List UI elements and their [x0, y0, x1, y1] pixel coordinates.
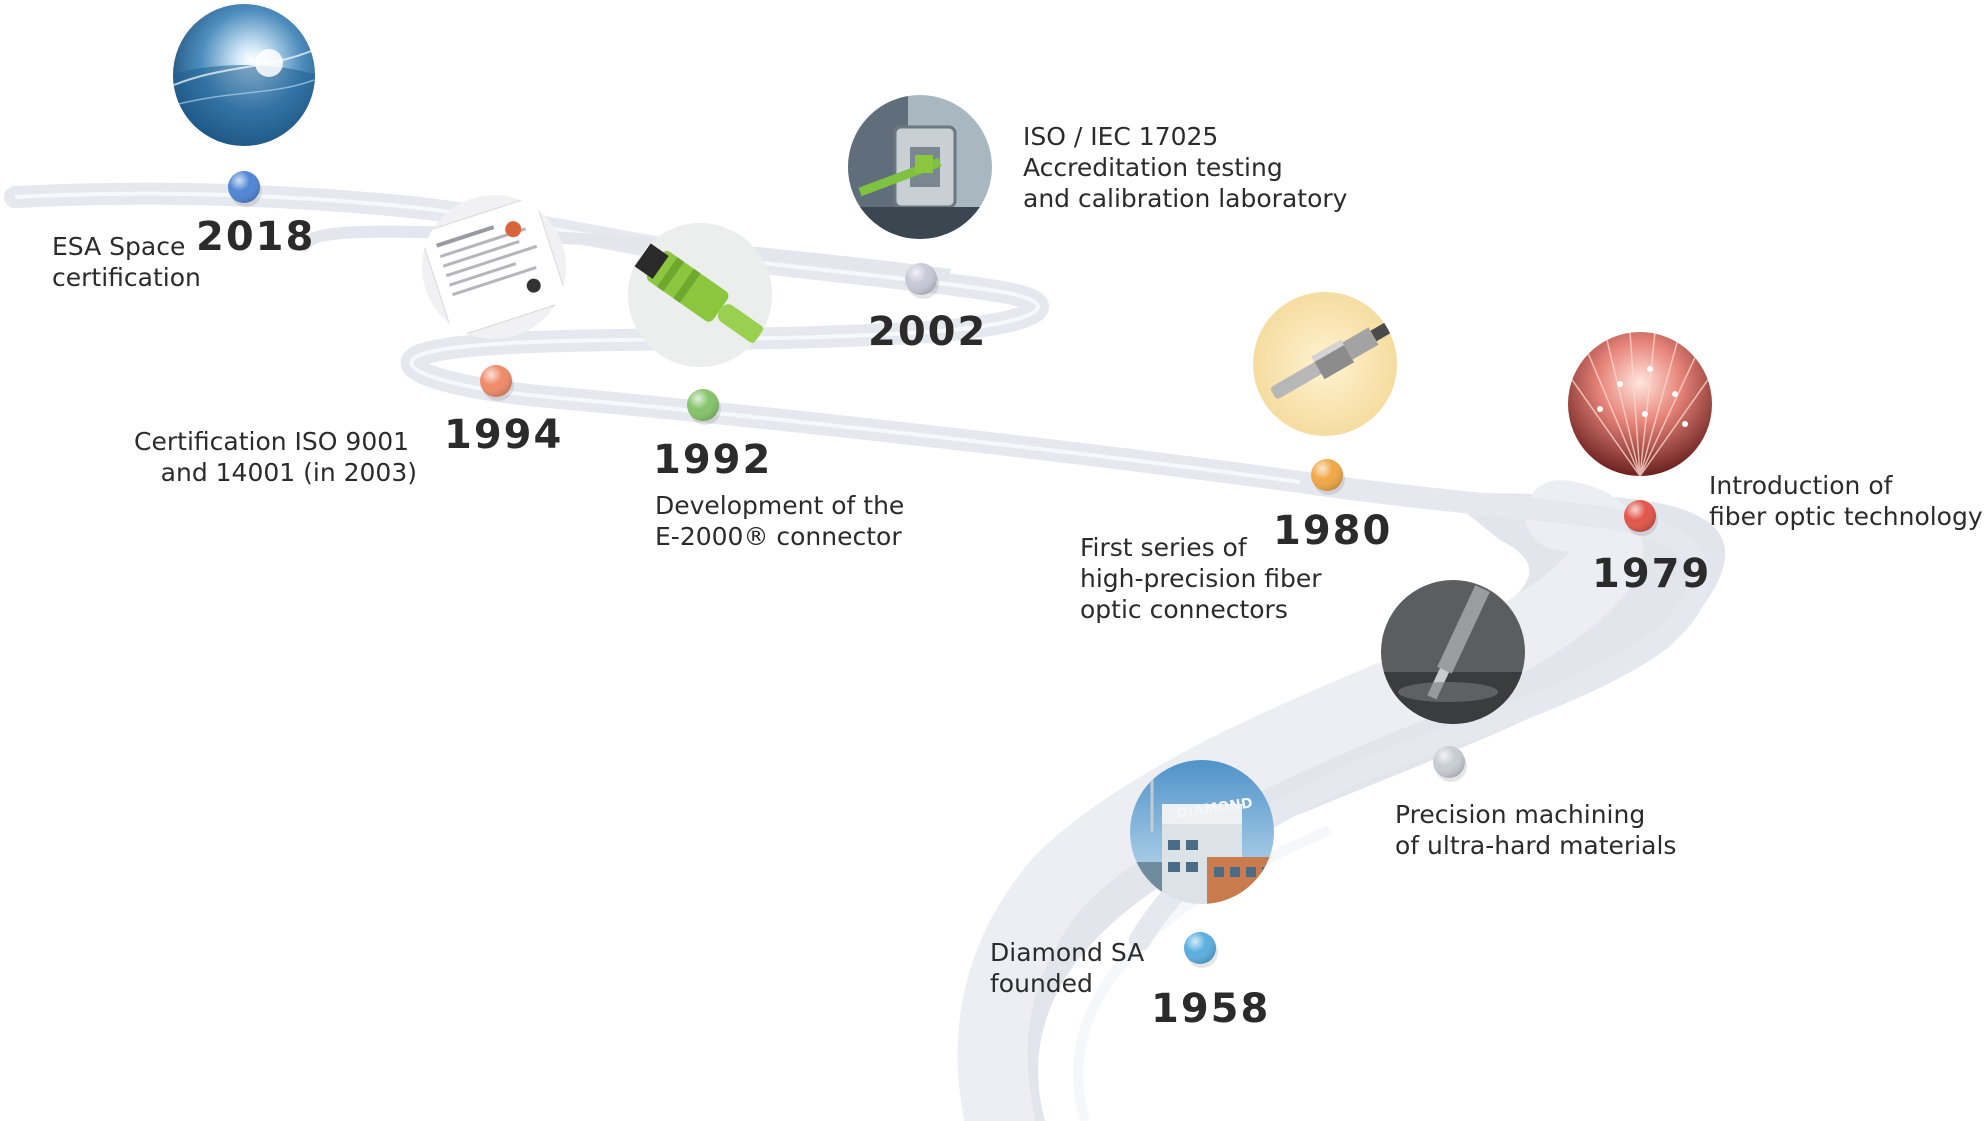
description-1979-line-1: Introduction of	[1709, 471, 1894, 500]
laboratory-photo	[848, 95, 992, 239]
description-1980-line-2: high-precision fiber	[1080, 564, 1322, 593]
description-machining-line-1: Precision machining	[1395, 800, 1645, 829]
connector-photo	[1253, 292, 1397, 436]
description-2018: ESA Space certification	[52, 232, 201, 292]
description-labels: ESA Space certification Certification IS…	[52, 122, 1983, 998]
road-lower-strip	[957, 480, 1643, 1121]
description-1979: Introduction of fiber optic technology	[1709, 471, 1983, 531]
description-2002-line-1: ISO / IEC 17025	[1023, 122, 1218, 151]
year-label-2018: 2018	[196, 214, 315, 260]
description-1980-line-1: First series of	[1080, 533, 1248, 562]
year-label-1992: 1992	[653, 437, 772, 483]
description-machining-line-2: of ultra-hard materials	[1395, 831, 1676, 860]
description-1958-line-2: founded	[990, 969, 1093, 998]
certificate-photo	[422, 195, 566, 339]
description-2018-line-2: certification	[52, 263, 201, 292]
year-label-1994: 1994	[444, 412, 563, 458]
description-1979-line-2: fiber optic technology	[1709, 502, 1983, 531]
description-1992: Development of the E-2000® connector	[655, 491, 912, 551]
description-1992-line-2: E-2000® connector	[655, 522, 902, 551]
milestone-dots	[228, 171, 1658, 968]
description-2018-line-1: ESA Space	[52, 232, 185, 261]
year-label-2002: 2002	[868, 309, 987, 355]
description-1958: Diamond SA founded	[990, 938, 1152, 998]
green-connector-photo	[628, 223, 772, 367]
year-label-1958: 1958	[1151, 986, 1270, 1032]
description-1980-line-3: optic connectors	[1080, 595, 1288, 624]
building-photo: DIAMOND	[1130, 760, 1274, 904]
description-2002: ISO / IEC 17025 Accreditation testing an…	[1023, 122, 1348, 213]
description-1994-line-1: Certification ISO 9001	[134, 427, 409, 456]
description-machining: Precision machining of ultra-hard materi…	[1395, 800, 1676, 860]
year-label-1979: 1979	[1592, 551, 1711, 597]
description-1994-line-2: and 14001 (in 2003)	[161, 458, 417, 487]
year-label-1980: 1980	[1273, 508, 1392, 554]
space-earth-photo	[173, 4, 315, 146]
year-labels: 2018 1994 1992 2002 1980 1979 1958	[196, 214, 1711, 1032]
description-2002-line-2: Accreditation testing	[1023, 153, 1283, 182]
description-1980: First series of high-precision fiber opt…	[1080, 533, 1329, 624]
machining-photo	[1381, 580, 1525, 724]
description-1992-line-1: Development of the	[655, 491, 904, 520]
fiber-optics-photo	[1568, 332, 1712, 476]
description-1958-line-1: Diamond SA	[990, 938, 1144, 967]
description-2002-line-3: and calibration laboratory	[1023, 184, 1348, 213]
description-1994: Certification ISO 9001 and 14001 (in 200…	[134, 427, 417, 487]
